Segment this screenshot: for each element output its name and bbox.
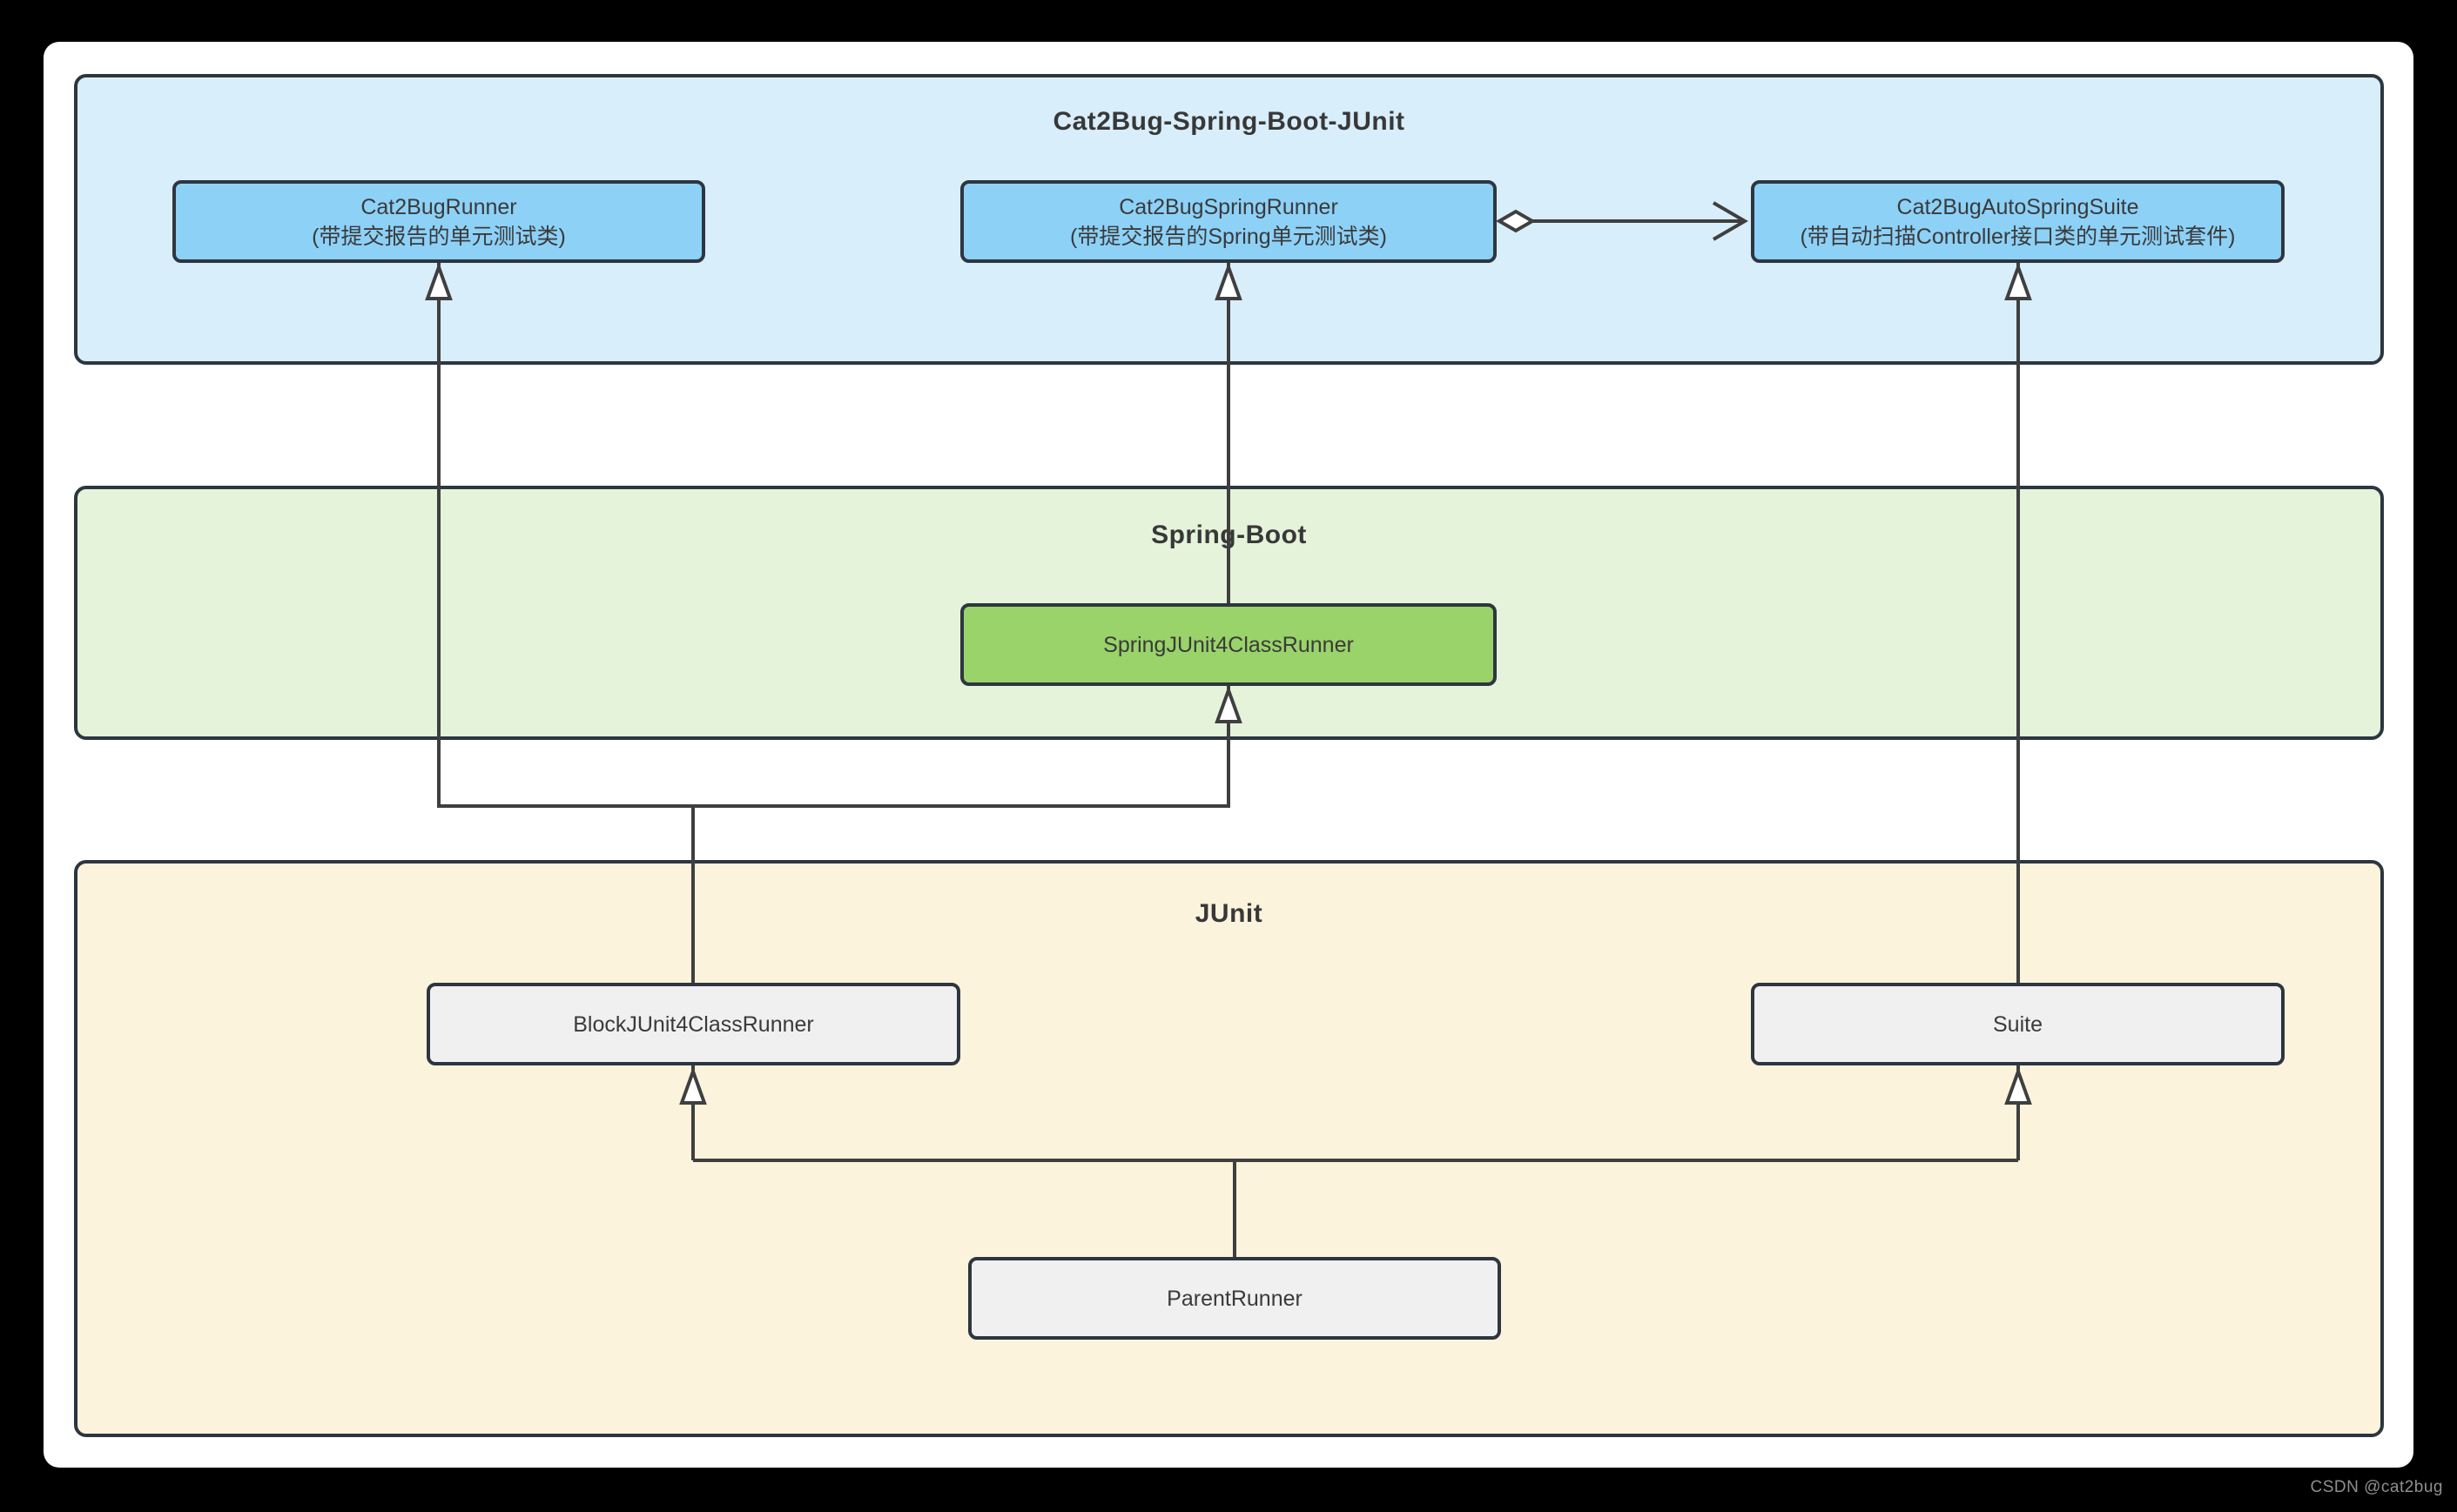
watermark: CSDN @cat2bug	[2310, 1478, 2443, 1496]
group-title-spring-boot: Spring-Boot	[1151, 521, 1307, 549]
node-springjunit4classrunner: SpringJUnit4ClassRunner	[960, 603, 1497, 686]
node-blockjunit4classrunner: BlockJUnit4ClassRunner	[427, 983, 960, 1065]
node-cat2bugautospringsuite: Cat2BugAutoSpringSuite (带自动扫描Controller接…	[1751, 180, 2285, 263]
node-cat2bugrunner: Cat2BugRunner (带提交报告的单元测试类)	[172, 180, 705, 263]
node-label: Cat2BugRunner	[360, 194, 517, 219]
group-junit: JUnit	[74, 860, 2384, 1437]
group-title-cat2bug: Cat2Bug-Spring-Boot-JUnit	[1053, 107, 1405, 136]
group-title-junit: JUnit	[1195, 899, 1263, 928]
node-sublabel: (带提交报告的Spring单元测试类)	[1070, 224, 1387, 249]
node-label: ParentRunner	[1167, 1286, 1303, 1311]
node-parentrunner: ParentRunner	[968, 1257, 1501, 1340]
node-suite: Suite	[1751, 983, 2285, 1065]
node-label: Cat2BugSpringRunner	[1119, 194, 1338, 219]
node-cat2bugspringrunner: Cat2BugSpringRunner (带提交报告的Spring单元测试类)	[960, 180, 1497, 263]
node-label: Cat2BugAutoSpringSuite	[1896, 194, 2139, 219]
node-sublabel: (带提交报告的单元测试类)	[312, 224, 566, 249]
node-label: SpringJUnit4ClassRunner	[1103, 632, 1354, 657]
node-label: Suite	[1993, 1011, 2043, 1037]
node-label: BlockJUnit4ClassRunner	[573, 1011, 814, 1037]
node-sublabel: (带自动扫描Controller接口类的单元测试套件)	[1800, 224, 2236, 249]
